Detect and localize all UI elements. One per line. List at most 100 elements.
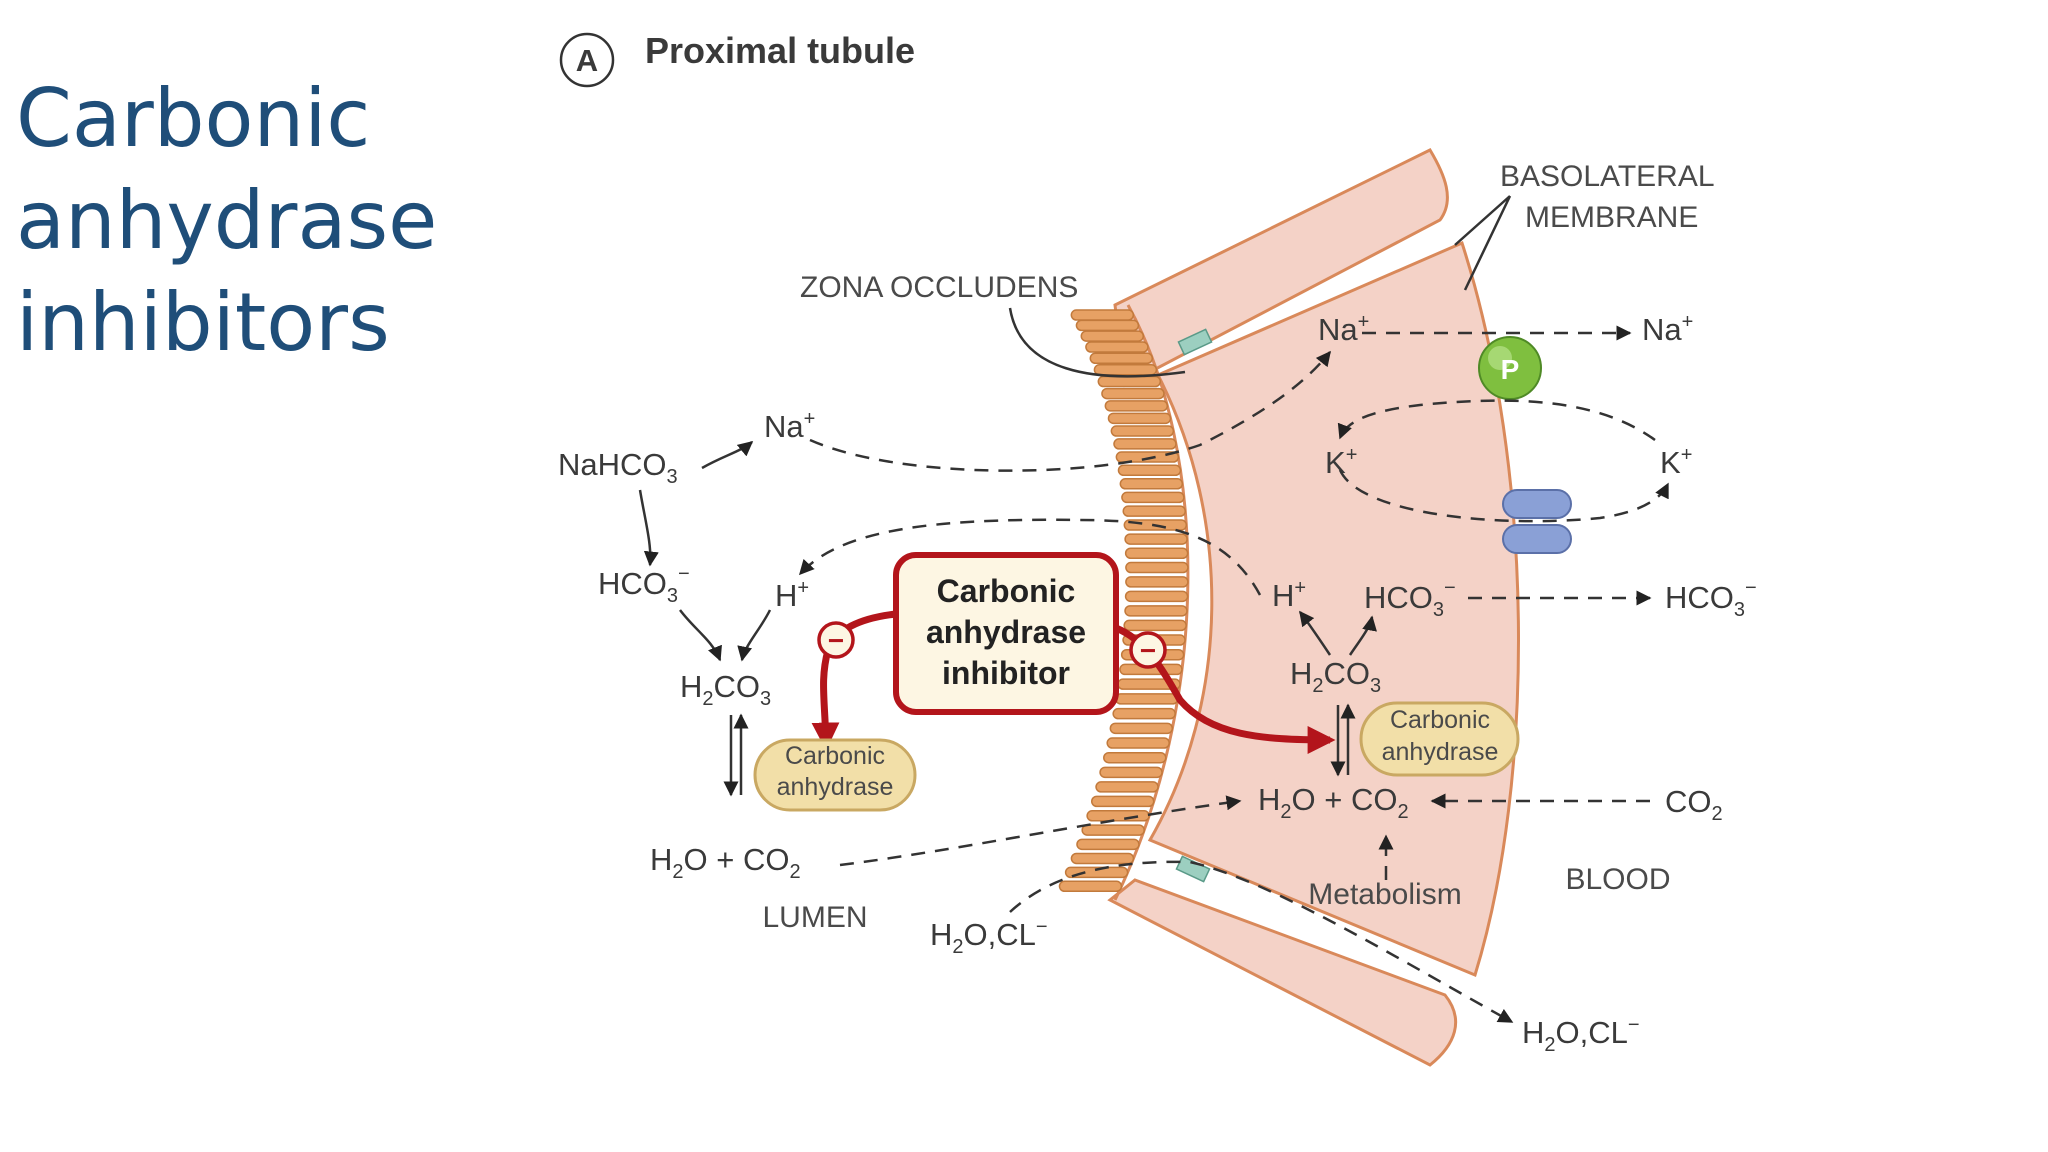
blood-label: BLOOD bbox=[1565, 863, 1670, 896]
na-blood: Na+ bbox=[1642, 311, 1693, 347]
inhibitor-box bbox=[893, 552, 1119, 715]
h2o-cl-blood: H2O,CL− bbox=[1522, 1014, 1640, 1056]
inhibit-symbol-left-text: − bbox=[828, 625, 844, 656]
enzyme-pill-cell bbox=[1359, 701, 1520, 777]
brush-border bbox=[1058, 309, 1189, 893]
na-k-pump: P bbox=[1478, 336, 1542, 400]
h2o-cl-paracellular: H2O,CL− bbox=[930, 916, 1048, 958]
lower-cell bbox=[1107, 878, 1458, 1067]
enzyme-cell: Carbonic anhydrase bbox=[1359, 701, 1520, 777]
basolateral-label-line2: MEMBRANE bbox=[1525, 201, 1698, 234]
reaction-arrows bbox=[638, 441, 1377, 797]
microvillus bbox=[1076, 838, 1140, 851]
microvillus bbox=[1106, 737, 1170, 749]
na-cell: Na+ bbox=[1318, 311, 1369, 347]
microvillus bbox=[1123, 619, 1187, 632]
channel-icon bbox=[1502, 489, 1572, 519]
slide-title-line: anhydrase bbox=[16, 174, 438, 267]
enzyme-pill-lumen bbox=[753, 738, 917, 812]
enzyme-label-lumen-line1: Carbonic bbox=[785, 742, 885, 770]
microvillus bbox=[1110, 425, 1175, 437]
h-lumen: H+ bbox=[775, 577, 809, 613]
zona-occludens-pointer bbox=[1008, 307, 1186, 378]
microvillus bbox=[1099, 766, 1163, 779]
hco3-lumen: HCO3− bbox=[598, 563, 690, 607]
lumen-label: LUMEN bbox=[762, 901, 867, 934]
microvillus bbox=[1115, 451, 1180, 463]
h-cell: H+ bbox=[1272, 577, 1306, 613]
enzyme-lumen: Carbonic anhydrase bbox=[753, 738, 917, 812]
microvillus bbox=[1075, 319, 1140, 332]
microvillus bbox=[1095, 781, 1159, 793]
hco3-blood: HCO3− bbox=[1665, 577, 1757, 621]
h2o-co2-cell: H2O + CO2 bbox=[1258, 782, 1409, 823]
microvillus bbox=[1109, 722, 1174, 735]
h2o-co2-lumen: H2O + CO2 bbox=[650, 842, 801, 883]
microvillus bbox=[1070, 309, 1135, 321]
microvillus bbox=[1064, 866, 1129, 879]
microvillus bbox=[1097, 375, 1162, 388]
slide-title-line: Carbonic bbox=[16, 72, 371, 165]
k-channel bbox=[1502, 489, 1572, 554]
slide-title-line: inhibitors bbox=[16, 276, 390, 369]
main-cell bbox=[1147, 240, 1520, 978]
lumen-species: NaHCO3 Na+ HCO3− H+ H2CO3 H2O + CO2 H2O,… bbox=[558, 408, 1048, 958]
pump-label: P bbox=[1501, 354, 1520, 385]
h2co3-cell: H2CO3 bbox=[1290, 656, 1381, 697]
microvillus bbox=[1093, 364, 1158, 376]
microvillus bbox=[1112, 707, 1176, 720]
microvillus bbox=[1089, 352, 1154, 365]
panel-title: Proximal tubule bbox=[645, 30, 915, 71]
enzyme-label-cell-line2: anhydrase bbox=[1382, 738, 1499, 766]
microvillus bbox=[1121, 491, 1185, 504]
inhibition-arrows: − − bbox=[811, 610, 1336, 754]
microvillus bbox=[1085, 341, 1149, 353]
membrane-labels: BASOLATERAL MEMBRANE ZONA OCCLUDENS LUME… bbox=[762, 160, 1714, 934]
microvillus bbox=[1122, 505, 1187, 517]
microvillus bbox=[1080, 330, 1145, 342]
enzyme-label-cell-line1: Carbonic bbox=[1390, 706, 1490, 734]
microvillus bbox=[1119, 478, 1184, 490]
co2-blood: CO2 bbox=[1665, 784, 1723, 825]
cell-species: Na+ K+ H+ HCO3− H2CO3 H2O + CO2 bbox=[1258, 311, 1456, 823]
na-lumen: Na+ bbox=[764, 408, 815, 444]
inhibitor-label-line3: inhibitor bbox=[942, 655, 1070, 691]
basolateral-pointer bbox=[1454, 195, 1512, 291]
hco3-cell: HCO3− bbox=[1364, 577, 1456, 621]
microvillus bbox=[1107, 412, 1172, 425]
enzyme-label-lumen-line2: anhydrase bbox=[777, 773, 894, 801]
blood-species: Na+ K+ HCO3− CO2 H2O,CL− bbox=[1522, 311, 1757, 1056]
h2co3-lumen: H2CO3 bbox=[680, 669, 771, 710]
slide-title: Carbonic anhydrase inhibitors bbox=[16, 68, 438, 374]
nahco3-lumen: NaHCO3 bbox=[558, 447, 678, 488]
channel-icon bbox=[1502, 524, 1572, 554]
epithelial-cells bbox=[1107, 148, 1520, 1067]
inhibitor-label-line2: anhydrase bbox=[926, 614, 1086, 650]
panel-letter: A bbox=[576, 43, 598, 78]
upper-cell bbox=[1113, 148, 1449, 388]
carbonic-anhydrase-inhibitor: Carbonic anhydrase inhibitor bbox=[893, 552, 1119, 715]
microvillus bbox=[1114, 693, 1179, 705]
microvillus bbox=[1104, 400, 1169, 412]
transport-arrows bbox=[798, 325, 1670, 1024]
microvillus bbox=[1081, 824, 1145, 836]
microvillus bbox=[1103, 751, 1167, 764]
inhibit-symbol-right bbox=[1129, 631, 1167, 669]
microvillus bbox=[1125, 576, 1189, 588]
panel-letter-badge bbox=[559, 32, 615, 88]
microvillus bbox=[1090, 795, 1155, 808]
zona-occludens-label: ZONA OCCLUDENS bbox=[800, 271, 1078, 304]
microvillus bbox=[1124, 590, 1189, 603]
microvillus bbox=[1113, 438, 1177, 450]
microvillus bbox=[1058, 880, 1123, 893]
basolateral-label-line1: BASOLATERAL bbox=[1500, 160, 1715, 193]
microvillus bbox=[1117, 464, 1182, 477]
microvillus bbox=[1124, 547, 1189, 560]
metabolism-label: Metabolism bbox=[1308, 878, 1461, 911]
microvillus bbox=[1124, 605, 1188, 617]
microvillus bbox=[1125, 561, 1189, 574]
microvillus bbox=[1101, 387, 1165, 400]
microvillus bbox=[1086, 810, 1150, 822]
inhibit-symbol-left bbox=[817, 621, 855, 659]
